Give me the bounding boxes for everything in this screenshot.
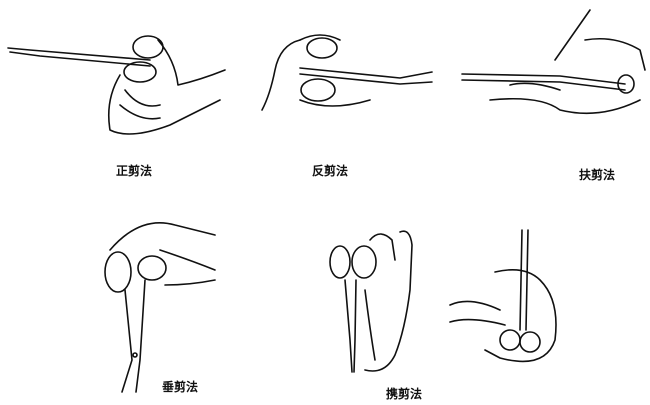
vertical-cut-illustration <box>104 221 216 393</box>
supported-cut-illustration <box>461 9 646 115</box>
reverse-cut-illustration <box>261 34 433 111</box>
figure-label: 扶剪法 <box>579 168 616 182</box>
carried-cut-illustration <box>329 229 557 373</box>
figure-label: 正剪法 <box>116 164 153 178</box>
forward-cut-illustration <box>7 35 226 135</box>
figure-label: 携剪法 <box>386 387 423 401</box>
figure-label: 垂剪法 <box>162 380 199 394</box>
figure-label: 反剪法 <box>312 164 349 178</box>
